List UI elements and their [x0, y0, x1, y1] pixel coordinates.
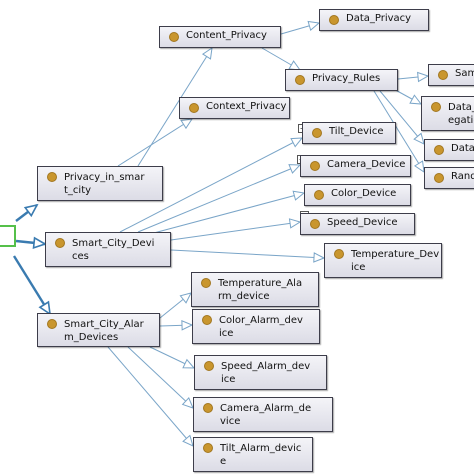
node-context-privacy[interactable]: Context_Privacy	[179, 97, 290, 119]
node-speed-alarm-device[interactable]: Speed_Alarm_dev ice	[194, 355, 327, 390]
node-label: Temperature_Dev ice	[351, 249, 440, 273]
node-label: Smart_City_Alar m_Devices	[64, 319, 144, 343]
node-sam-partial[interactable]: Sam	[428, 64, 474, 86]
edge-root-to-devices	[15, 236, 47, 249]
node-label: Context_Privacy	[206, 101, 287, 112]
class-circle-icon	[334, 249, 344, 259]
node-label: Tilt_Alarm_devic e	[220, 443, 302, 467]
class-circle-icon	[204, 361, 214, 371]
node-label: Privacy_in_smar t_city	[64, 172, 145, 196]
node-label: Temperature_Ala rm_device	[218, 278, 303, 302]
node-color-device[interactable]: Color_Device	[304, 184, 411, 206]
edge-privacy-to-context	[117, 118, 194, 167]
edge-alarm-to-tilt-alarm	[107, 346, 194, 447]
class-circle-icon	[310, 219, 320, 229]
class-circle-icon	[47, 319, 57, 329]
node-privacy-rules[interactable]: Privacy_Rules	[285, 69, 398, 91]
node-label: Color_Device	[331, 188, 397, 199]
class-circle-icon	[295, 75, 305, 85]
edge-devices-to-tilt	[119, 137, 304, 233]
edge-rules-to-sam	[397, 71, 430, 83]
edge-root-to-privacy	[15, 203, 39, 222]
node-rand-partial[interactable]: Rand	[424, 167, 474, 189]
class-circle-icon	[189, 103, 199, 113]
node-label: Data_ egatio	[448, 102, 474, 126]
node-label: Smart_City_Devi ces	[72, 238, 155, 262]
node-data-egatio-partial[interactable]: Data_ egatio	[421, 96, 474, 131]
edge-content-to-data-privacy	[280, 20, 321, 35]
node-temperature-alarm-device[interactable]: Temperature_Ala rm_device	[191, 272, 319, 307]
node-data-privacy[interactable]: Data_Privacy	[319, 9, 429, 31]
node-privacy-in-smart-city[interactable]: Privacy_in_smar t_city	[37, 166, 163, 201]
node-label: Tilt_Device	[329, 126, 384, 137]
node-temperature-device[interactable]: Temperature_Dev ice	[324, 243, 442, 278]
node-label: Camera_Alarm_de vice	[220, 403, 312, 427]
node-camera-device[interactable]: Camera_Device	[300, 155, 411, 177]
edge-alarm-to-color-alarm	[159, 320, 194, 331]
class-circle-icon	[431, 102, 441, 112]
edge-rules-to-data	[379, 90, 425, 145]
class-circle-icon	[329, 15, 339, 25]
class-circle-icon	[169, 32, 179, 42]
class-circle-icon	[55, 238, 65, 248]
node-label: Data_Privacy	[346, 13, 412, 24]
class-circle-icon	[47, 172, 57, 182]
node-color-alarm-device[interactable]: Color_Alarm_dev ice	[192, 309, 320, 344]
edge-alarm-to-camera-alarm	[127, 346, 194, 409]
edge-devices-to-temperature	[170, 249, 326, 263]
class-circle-icon	[434, 173, 444, 183]
class-circle-icon	[203, 443, 213, 453]
node-camera-alarm-device[interactable]: Camera_Alarm_de vice	[193, 397, 333, 432]
node-label: Color_Alarm_dev ice	[219, 315, 303, 339]
root-node-thing[interactable]	[0, 225, 16, 247]
edge-devices-to-color	[149, 190, 306, 235]
edge-devices-to-speed	[170, 218, 302, 241]
node-label: Speed_Alarm_dev ice	[221, 361, 311, 385]
edge-alarm-to-temperature-alarm	[159, 292, 192, 319]
edge-content-to-privacy-rules	[261, 47, 302, 71]
class-circle-icon	[314, 190, 324, 200]
class-circle-icon	[201, 278, 211, 288]
node-smart-city-devices[interactable]: Smart_City_Devi ces	[45, 232, 171, 267]
edge-privacy-to-content	[137, 46, 213, 167]
class-circle-icon	[310, 161, 320, 171]
node-speed-device[interactable]: Speed_Device	[300, 213, 415, 235]
class-circle-icon	[434, 145, 444, 155]
class-circle-icon	[202, 315, 212, 325]
node-content-privacy[interactable]: Content_Privacy	[159, 26, 281, 48]
node-data-partial[interactable]: Data	[424, 139, 474, 161]
edge-root-to-alarm-devices	[12, 255, 52, 316]
node-label: Rand	[451, 171, 474, 182]
edge-rules-to-rand	[373, 90, 425, 174]
class-circle-icon	[438, 70, 448, 80]
node-label: Camera_Device	[327, 159, 406, 170]
node-label: Sam	[455, 68, 474, 79]
node-tilt-device[interactable]: Tilt_Device	[302, 122, 396, 144]
node-smart-city-alarm-devices[interactable]: Smart_City_Alar m_Devices	[37, 313, 160, 347]
class-circle-icon	[312, 128, 322, 138]
node-label: Content_Privacy	[186, 30, 267, 41]
node-label: Privacy_Rules	[312, 73, 381, 84]
class-circle-icon	[203, 403, 213, 413]
node-label: Speed_Device	[327, 217, 398, 228]
edge-devices-to-camera	[137, 164, 302, 233]
node-tilt-alarm-device[interactable]: Tilt_Alarm_devic e	[193, 437, 313, 472]
node-label: Data	[451, 143, 474, 154]
edge-alarm-to-speed-alarm	[149, 346, 196, 369]
